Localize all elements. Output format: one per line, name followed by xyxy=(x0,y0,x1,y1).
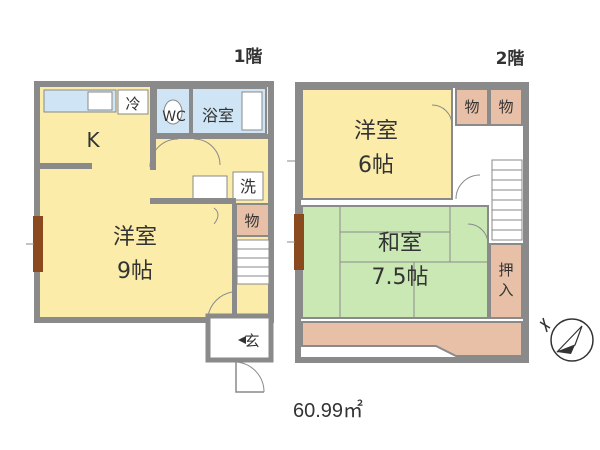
entrance-label: 玄 xyxy=(244,332,259,350)
balcony-strip xyxy=(301,321,523,357)
floor-1-plan: 1階 K 冷 WC 浴室 洗 物 洋室 9帖 玄 xyxy=(26,47,274,393)
window-west-2f xyxy=(294,214,304,270)
wall-below-bath xyxy=(156,134,271,139)
total-area: 60.99㎡ xyxy=(293,398,363,422)
closet-label: 押入 xyxy=(498,261,513,299)
wall-wash-bottom xyxy=(150,198,236,204)
western-9-name: 洋室 xyxy=(113,225,157,250)
floor-2-label: 2階 xyxy=(496,49,525,69)
fridge-label: 冷 xyxy=(125,95,140,113)
floor-2-plan: 2階 洋室 6帖 物 物 和室 7.5帖 押入 xyxy=(287,49,529,363)
fridge-space xyxy=(117,89,149,115)
storage-room-1f xyxy=(235,203,270,237)
storage1-2f xyxy=(455,88,489,126)
entrance-area xyxy=(205,313,274,363)
wall-stairs-left xyxy=(232,204,237,316)
western-9-size: 9帖 xyxy=(117,259,153,284)
closet-label-line2: 入 xyxy=(498,281,513,299)
closet-label-line1: 押 xyxy=(498,261,513,279)
wash-label: 洗 xyxy=(240,177,256,196)
closet-2f xyxy=(489,243,523,319)
compass-north-icon xyxy=(539,317,594,362)
western-6-size: 6帖 xyxy=(358,153,394,178)
japanese-room-size: 7.5帖 xyxy=(372,265,429,290)
storage2-2f-label: 物 xyxy=(498,98,513,116)
kitchen-label: K xyxy=(86,128,100,152)
wall-kitchen-wc xyxy=(150,86,156,170)
washbasin xyxy=(192,175,228,201)
bathtub xyxy=(241,91,263,131)
storage1-2f-label: 物 xyxy=(464,98,479,116)
storage2-2f xyxy=(489,88,523,126)
bath-label: 浴室 xyxy=(202,106,234,125)
storage-1f-label: 物 xyxy=(244,212,259,230)
washer-space xyxy=(232,171,264,201)
kitchen-sink xyxy=(87,91,113,111)
toilet-icon xyxy=(163,99,183,125)
floor-1-label: 1階 xyxy=(234,47,263,67)
wc-label: WC xyxy=(162,109,186,125)
window-west-1f xyxy=(33,216,43,272)
stairs-1f xyxy=(236,239,270,285)
japanese-room-name: 和室 xyxy=(378,231,422,256)
wall-kitchen-bottom xyxy=(40,163,92,169)
western-6-name: 洋室 xyxy=(354,119,398,144)
western-6-room xyxy=(301,88,453,200)
